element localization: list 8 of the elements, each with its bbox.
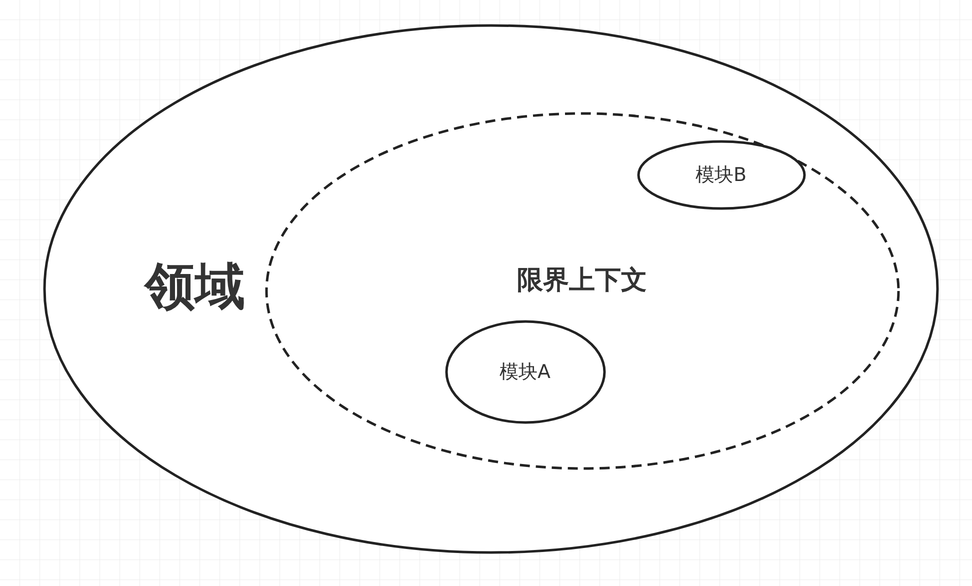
region-title: 限界上下文 [517,264,647,298]
region-title: 领域 [145,256,245,318]
node-label: 模块A [500,360,550,385]
module-ellipse [637,140,806,210]
module-ellipse [445,320,606,424]
domain-ellipse [43,24,939,554]
node-label: 模块B [695,163,747,188]
bounded-context-ellipse [265,112,900,470]
